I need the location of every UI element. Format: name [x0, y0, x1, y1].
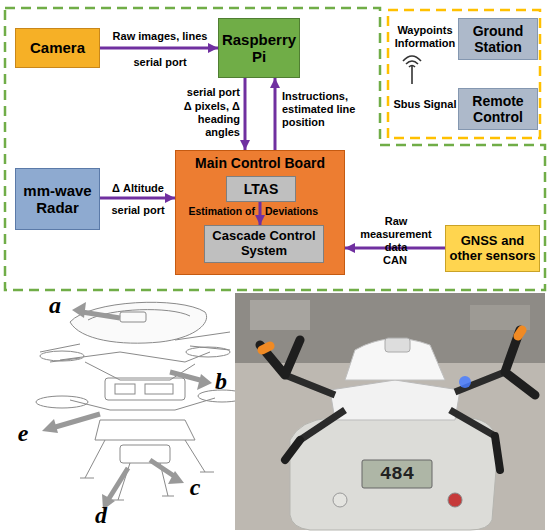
module-box: Cascade Control System — [204, 225, 324, 263]
node-text: Cascade Control System — [208, 229, 320, 259]
station-box: Ground Station — [458, 18, 538, 60]
callout-letter: a — [44, 292, 66, 319]
signal-arrow — [100, 47, 218, 50]
group-border — [388, 10, 540, 138]
node-text: Ground Station — [462, 23, 534, 55]
signal-label: serial port — [103, 204, 173, 217]
edge-label: Δ pixels, Δ heading angles — [176, 100, 240, 139]
callout-letter: c — [184, 474, 206, 501]
edge-label: Δ Altitude — [103, 182, 173, 195]
node-text: Main Control Board — [195, 155, 325, 171]
scale-button — [333, 493, 347, 507]
led-light — [459, 376, 471, 388]
signal-label: Deviations — [265, 205, 325, 218]
signal-arrow — [244, 78, 247, 150]
edge-label: Instructions, estimated line position — [282, 90, 364, 129]
propeller-tip — [262, 330, 522, 350]
edge-label: Raw measurement data — [348, 215, 444, 254]
node-text: Remote Control — [462, 93, 534, 125]
photo-wall — [235, 293, 545, 363]
node-text: Raspberry Pi — [222, 31, 296, 66]
drone-module — [385, 338, 410, 352]
node-text: LTAS — [244, 181, 278, 197]
exploded-drone-drawing — [36, 302, 246, 500]
drone-photo — [235, 293, 545, 530]
callout-letter: b — [210, 368, 232, 395]
sensor-box: GNSS and other sensors — [445, 225, 540, 272]
module-box: LTAS — [226, 176, 296, 202]
signal-arrow — [259, 202, 262, 225]
node-text: Camera — [30, 39, 85, 56]
sensor-box: mm-wave Radar — [15, 168, 100, 230]
signal-label: serial port — [110, 56, 210, 69]
input-box: Camera — [15, 28, 100, 68]
callout-letter: d — [90, 502, 112, 529]
group-border — [5, 8, 545, 290]
signal-label: serial port — [160, 86, 240, 99]
photo-object — [250, 300, 310, 330]
drone-body — [345, 339, 445, 380]
callout-arrow — [42, 302, 212, 510]
node-text: mm-wave Radar — [19, 182, 96, 217]
drone-arm — [285, 372, 505, 440]
callout-letter: e — [12, 420, 34, 447]
signal-label: Sbus Signal — [385, 98, 465, 111]
edge-label: Estimation of — [177, 205, 255, 218]
signal-label: CAN — [365, 254, 425, 267]
signal-arrow — [274, 78, 277, 150]
station-box: Remote Control — [458, 88, 538, 130]
scale-button — [448, 493, 462, 507]
antenna-symbol — [403, 56, 421, 84]
scale-display — [362, 460, 432, 488]
scale-reading: 484 — [362, 462, 432, 486]
signal-label: Waypoints Information — [390, 24, 460, 50]
scale-body — [290, 418, 498, 530]
edge-label: Raw images, lines — [110, 30, 210, 43]
signal-arrow — [100, 197, 175, 200]
node-text: GNSS and other sensors — [449, 234, 536, 264]
process-box: Raspberry Pi — [218, 18, 300, 78]
drone-body — [330, 380, 460, 420]
photo-backdrop — [235, 293, 545, 530]
